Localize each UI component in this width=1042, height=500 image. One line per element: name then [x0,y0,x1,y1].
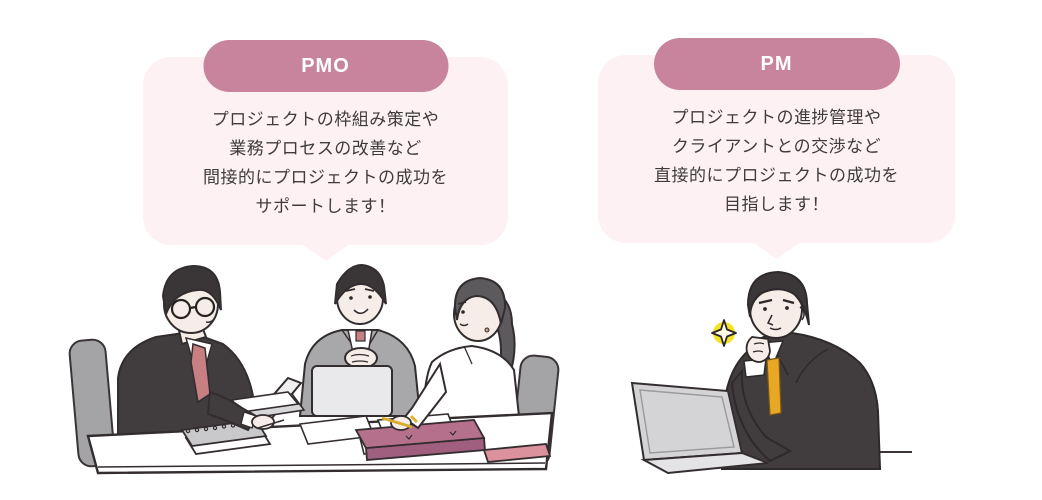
pm-speech-bubble: PM プロジェクトの進捗管理や クライアントとの交渉など 直接的にプロジェクトの… [598,38,955,259]
pm-description: プロジェクトの進捗管理や クライアントとの交渉など 直接的にプロジェクトの成功を… [598,103,955,219]
pmo-title-badge: PMO [203,40,448,92]
pmo-description-line-4: サポートします！ [255,197,396,216]
pmo-speech-bubble: PMO プロジェクトの枠組み策定や 業務プロセスの改善など 間接的にプロジェクト… [143,40,508,261]
pmo-title-label: PMO [301,54,350,77]
woman-hand [381,361,448,431]
pm-title-label: PM [760,52,793,75]
pm-description-line-3: 直接的にプロジェクトの成功を [654,166,899,185]
binder-icon [354,419,486,461]
pm-title-badge: PM [653,38,900,90]
pm-description-line-2: クライアントとの交渉など [671,137,882,156]
laptop-icon [630,381,769,475]
pmo-description-line-1: プロジェクトの枠組み策定や [211,110,440,129]
pm-bubble-tail [752,242,801,259]
left-man-hand [206,390,285,432]
pen-case-icon [482,443,552,463]
pmo-description-line-3: 間接的にプロジェクトの成功を [203,168,448,187]
meeting-illustration [68,263,560,475]
pm-description-line-4: 目指します！ [724,195,829,214]
pm-description-line-1: プロジェクトの進捗管理や [671,108,882,127]
thinking-businessman-icon [720,270,882,470]
sparkle-icon [711,319,737,347]
pmo-bubble-tail [301,244,350,261]
pmo-description-line-2: 業務プロセスの改善など [229,139,422,158]
thinking-man-illustration [630,270,912,475]
pmo-description: プロジェクトの枠組み策定や 業務プロセスの改善など 間接的にプロジェクトの成功を… [143,105,508,221]
